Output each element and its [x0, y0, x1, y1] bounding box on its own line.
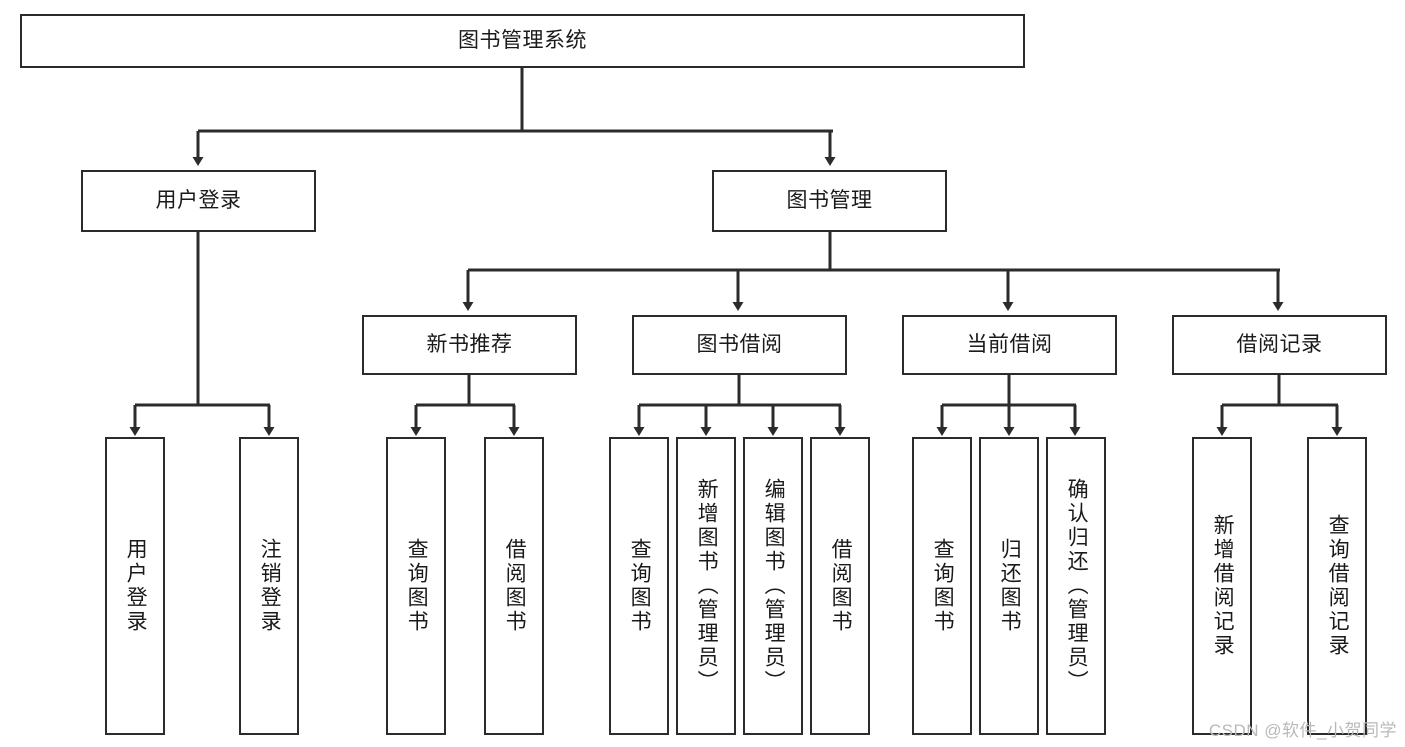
node-leaf-user-login[interactable]: 用户登录 [105, 437, 165, 735]
node-leaf-return-book[interactable]: 归还图书 [979, 437, 1039, 735]
node-leaf-query-book-3-label: 查询图书 [931, 538, 955, 634]
node-leaf-add-record-label: 新增借阅记录 [1211, 514, 1235, 658]
watermark: CSDN @软件_小贺同学 [1208, 721, 1397, 740]
node-leaf-borrow-book-1-label: 借阅图书 [503, 538, 527, 634]
node-leaf-logout-login[interactable]: 注销登录 [239, 437, 299, 735]
node-leaf-query-book-1-label: 查询图书 [405, 538, 429, 634]
node-book-manage-label: 图书管理 [786, 189, 873, 213]
node-leaf-return-book-label: 归还图书 [998, 538, 1022, 634]
node-book-borrow[interactable]: 图书借阅 [632, 315, 847, 375]
node-new-book-recommend-label: 新书推荐 [426, 333, 513, 357]
node-leaf-add-book[interactable]: 新增图书（管理员） [676, 437, 736, 735]
node-leaf-user-login-label: 用户登录 [124, 538, 148, 634]
node-leaf-edit-book[interactable]: 编辑图书（管理员） [743, 437, 803, 735]
node-leaf-query-book-2-label: 查询图书 [628, 538, 652, 634]
node-leaf-confirm-return-label: 确认归还（管理员） [1065, 478, 1089, 694]
node-leaf-query-book-2[interactable]: 查询图书 [609, 437, 669, 735]
node-borrow-record[interactable]: 借阅记录 [1172, 315, 1387, 375]
node-user-login-label: 用户登录 [155, 189, 242, 213]
node-borrow-record-label: 借阅记录 [1236, 333, 1323, 357]
node-leaf-query-book-3[interactable]: 查询图书 [912, 437, 972, 735]
node-leaf-add-record[interactable]: 新增借阅记录 [1192, 437, 1252, 735]
node-leaf-edit-book-label: 编辑图书（管理员） [762, 478, 786, 694]
node-leaf-borrow-book-2[interactable]: 借阅图书 [810, 437, 870, 735]
node-leaf-add-book-label: 新增图书（管理员） [695, 478, 719, 694]
node-book-manage[interactable]: 图书管理 [712, 170, 947, 232]
node-leaf-borrow-book-2-label: 借阅图书 [829, 538, 853, 634]
node-leaf-borrow-book-1[interactable]: 借阅图书 [484, 437, 544, 735]
node-user-login[interactable]: 用户登录 [81, 170, 316, 232]
node-leaf-confirm-return[interactable]: 确认归还（管理员） [1046, 437, 1106, 735]
node-current-borrow[interactable]: 当前借阅 [902, 315, 1117, 375]
node-leaf-query-record-label: 查询借阅记录 [1326, 514, 1350, 658]
node-root[interactable]: 图书管理系统 [20, 14, 1025, 68]
node-leaf-query-book-1[interactable]: 查询图书 [386, 437, 446, 735]
node-leaf-query-record[interactable]: 查询借阅记录 [1307, 437, 1367, 735]
node-current-borrow-label: 当前借阅 [966, 333, 1053, 357]
node-root-label: 图书管理系统 [458, 29, 587, 53]
node-book-borrow-label: 图书借阅 [696, 333, 783, 357]
node-new-book-recommend[interactable]: 新书推荐 [362, 315, 577, 375]
node-leaf-logout-login-label: 注销登录 [258, 538, 282, 634]
